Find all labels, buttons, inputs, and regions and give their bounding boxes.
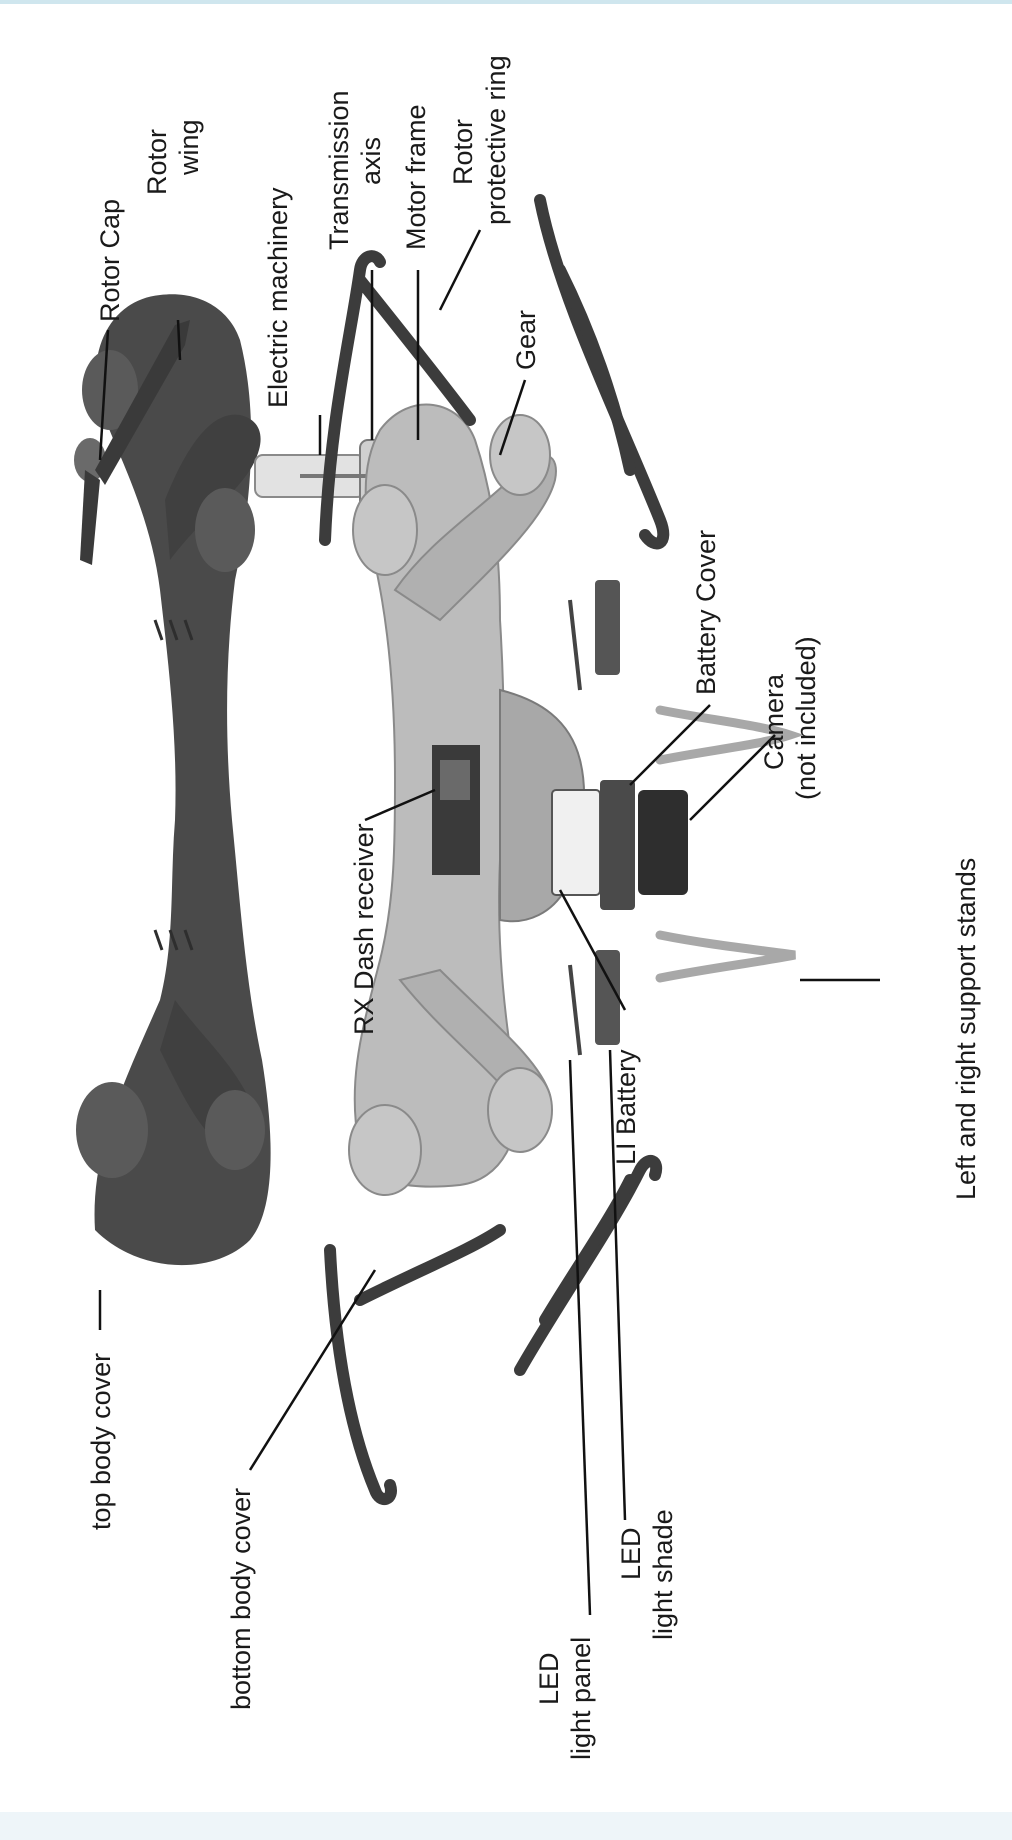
top-border bbox=[0, 0, 1012, 4]
label-transmission-2: axis bbox=[356, 137, 386, 185]
protective-ring-4 bbox=[514, 1155, 663, 1376]
protective-ring-3 bbox=[324, 1244, 397, 1505]
protective-ring-1 bbox=[319, 250, 386, 546]
leader-rotor-cap bbox=[98, 329, 110, 461]
top-motor-housing-2 bbox=[195, 488, 255, 572]
protective-ring-2-arm bbox=[554, 264, 636, 476]
bottom-body-cover-part bbox=[348, 403, 586, 1196]
label-transmission-1: Transmission bbox=[324, 90, 354, 250]
internal-parts bbox=[551, 580, 688, 1056]
label-bottom-body-cover: bottom body cover bbox=[226, 1488, 256, 1710]
top-body-vents bbox=[153, 619, 194, 951]
labels: Rotor Cap Rotor wing Electric machinery … bbox=[86, 55, 981, 1760]
top-motor-housing-3 bbox=[76, 1082, 148, 1178]
label-led-shade-2: light shade bbox=[648, 1509, 678, 1640]
label-rx-receiver: RX Dash receiver bbox=[349, 823, 379, 1035]
camera-part bbox=[638, 790, 688, 895]
label-rotor-cap: Rotor Cap bbox=[95, 199, 125, 322]
leader-camera bbox=[689, 734, 776, 821]
li-battery-part bbox=[551, 789, 601, 896]
label-support-stands: Left and right support stands bbox=[951, 858, 981, 1200]
leader-lines bbox=[98, 229, 880, 1616]
protective-ring-1-arm bbox=[354, 274, 476, 426]
leader-battery-cover bbox=[629, 704, 711, 786]
leader-gear bbox=[498, 379, 527, 456]
top-body-arm-shape-2 bbox=[165, 414, 261, 560]
leader-led-panel bbox=[568, 1059, 592, 1616]
rotor-wing-part-2 bbox=[80, 470, 100, 565]
leader-protective-ring bbox=[438, 229, 482, 311]
label-led-shade-1: LED bbox=[616, 1527, 646, 1580]
leader-led-shade bbox=[608, 1049, 627, 1521]
top-body-cover-part bbox=[74, 294, 271, 1266]
bottom-motor-housing-2 bbox=[489, 414, 551, 496]
led-panel-part-2 bbox=[595, 950, 620, 1045]
label-motor-frame: Motor frame bbox=[401, 104, 431, 250]
leader-rx-receiver bbox=[364, 788, 436, 822]
support-stand-1 bbox=[655, 705, 805, 765]
bottom-motor-housing-1 bbox=[352, 484, 418, 576]
label-rotor-wing-2: wing bbox=[174, 119, 204, 176]
leader-li-battery bbox=[558, 889, 627, 1011]
label-protective-ring-2: protective ring bbox=[481, 55, 511, 225]
label-li-battery: LI Battery bbox=[611, 1049, 641, 1165]
support-stand-2 bbox=[655, 930, 796, 983]
led-panel-part-1 bbox=[595, 580, 620, 675]
label-led-panel-2: light panel bbox=[566, 1637, 596, 1760]
label-battery-cover: Battery Cover bbox=[691, 530, 721, 695]
label-top-body-cover: top body cover bbox=[86, 1353, 116, 1530]
leader-rotor-wing bbox=[176, 319, 182, 361]
protective-ring-3-arm bbox=[354, 1224, 506, 1306]
label-electric-machinery: Electric machinery bbox=[263, 187, 293, 408]
protective-ring-4-arm bbox=[539, 1174, 636, 1326]
bottom-motor-housing-4 bbox=[487, 1067, 553, 1153]
label-rotor-wing-1: Rotor bbox=[142, 129, 172, 195]
label-protective-ring-1: Rotor bbox=[448, 119, 478, 185]
support-stands-part bbox=[655, 705, 805, 983]
led-shade-part-1 bbox=[568, 599, 582, 691]
label-gear: Gear bbox=[511, 310, 541, 370]
battery-cover-part bbox=[600, 780, 635, 910]
rx-receiver-detail bbox=[440, 760, 470, 800]
top-motor-housing-1 bbox=[82, 350, 138, 430]
label-camera-2: (not included) bbox=[791, 636, 821, 800]
rotor-wing-part bbox=[95, 320, 190, 485]
top-motor-housing-4 bbox=[205, 1090, 265, 1170]
led-shade-part-2 bbox=[568, 964, 582, 1056]
label-camera-1: Camera bbox=[759, 673, 789, 770]
bottom-motor-housing-3 bbox=[348, 1104, 422, 1196]
label-led-panel-1: LED bbox=[534, 1652, 564, 1705]
leader-bottom-body-cover bbox=[248, 1269, 377, 1471]
bottom-band bbox=[0, 1812, 1012, 1840]
